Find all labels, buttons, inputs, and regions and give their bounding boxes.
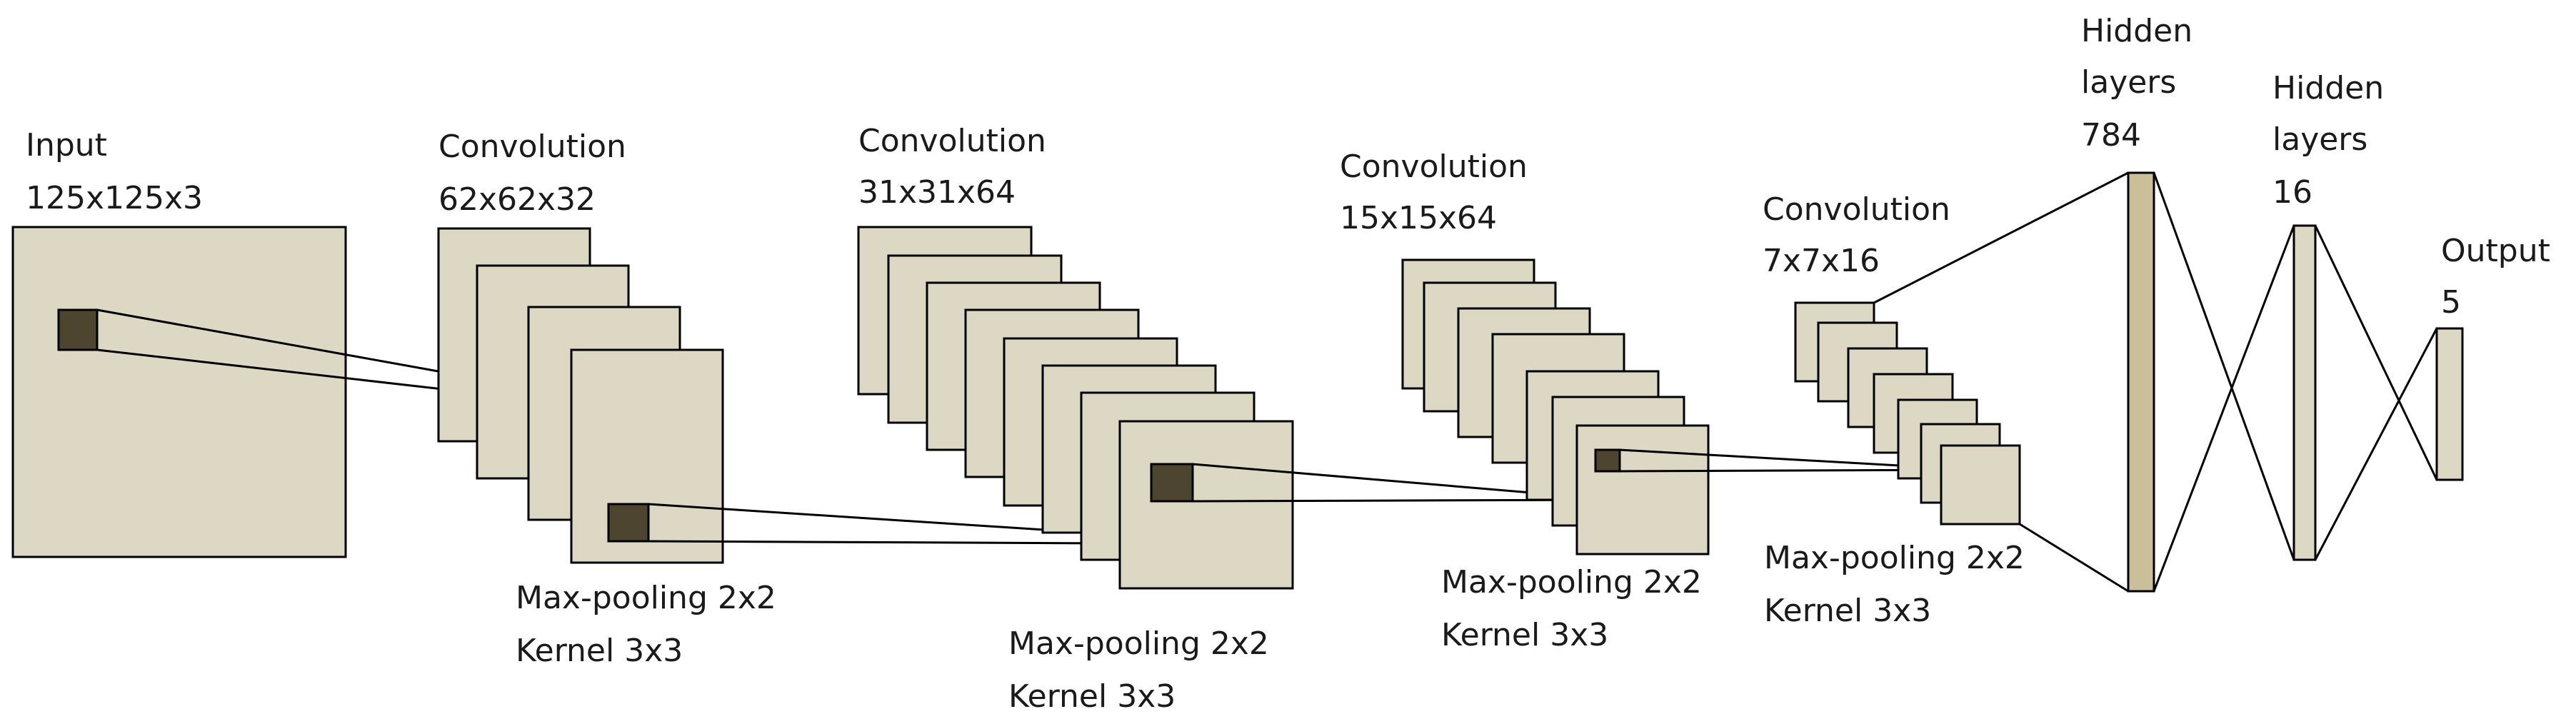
hidden-layer-784-bar	[2127, 171, 2155, 593]
input-stage: Input 125x125x3	[11, 127, 347, 558]
conv3-stage: Convolution 15x15x64	[1340, 149, 1710, 555]
conv1-kernel-window	[607, 503, 650, 543]
conv4-stage: Convolution 7x7x16	[1763, 191, 2021, 526]
conv4-dims: 7x7x16	[1763, 243, 1880, 279]
hidden1-units: 784	[2081, 117, 2141, 154]
conv1-stage: Convolution 62x62x32	[437, 129, 724, 564]
connector-line	[1873, 171, 2129, 304]
connector-line	[2152, 225, 2295, 592]
output-label: Output	[2441, 233, 2550, 269]
op1-kernel-label: Kernel 3x3	[516, 633, 683, 669]
op2-pool-label: Max-pooling 2x2	[1008, 625, 1269, 662]
conv1-label: Convolution	[438, 129, 626, 165]
conv1-dims: 62x62x32	[438, 181, 596, 218]
feature-map	[1940, 444, 2021, 526]
hidden2-units: 16	[2272, 174, 2312, 211]
output-layer-bar	[2435, 327, 2464, 481]
conv2-dims: 31x31x64	[858, 174, 1016, 211]
connector-line	[2152, 172, 2295, 560]
conv3-label: Convolution	[1340, 149, 1528, 185]
conv3-dims: 15x15x64	[1340, 200, 1497, 236]
input-block	[11, 226, 347, 558]
conv2-stage: Convolution 31x31x64	[857, 123, 1294, 590]
hidden2-stage: Hidden layers 16	[2272, 70, 2384, 561]
hidden1-label-line2: layers	[2081, 64, 2176, 101]
op2-kernel-label: Kernel 3x3	[1008, 678, 1176, 715]
feature-map	[1118, 420, 1294, 590]
connector-line	[2314, 328, 2438, 560]
connector-line	[2314, 225, 2438, 481]
output-units: 5	[2441, 284, 2461, 321]
op4-kernel-label: Kernel 3x3	[1764, 593, 1931, 629]
op3-pool-label: Max-pooling 2x2	[1441, 564, 1702, 600]
connector-line	[2019, 523, 2129, 593]
hidden-layer-16-bar	[2292, 224, 2317, 561]
op4-pool-label: Max-pooling 2x2	[1764, 540, 2025, 576]
conv4-label: Convolution	[1763, 191, 1950, 228]
hidden1-stage: Hidden layers 784	[2081, 13, 2192, 593]
hidden2-label-line2: layers	[2272, 121, 2367, 158]
op1-pool-label: Max-pooling 2x2	[516, 580, 776, 616]
conv3-kernel-window	[1594, 448, 1621, 473]
feature-map	[1575, 424, 1710, 555]
hidden2-label-line1: Hidden	[2272, 70, 2384, 106]
hidden1-label-line1: Hidden	[2081, 13, 2192, 49]
input-label: Input	[26, 127, 107, 164]
op3-kernel-label: Kernel 3x3	[1441, 617, 1608, 653]
conv2-kernel-window	[1150, 463, 1194, 503]
input-kernel-window	[57, 308, 99, 351]
input-dims: 125x125x3	[26, 180, 203, 216]
output-stage: Output 5	[2435, 233, 2550, 481]
conv2-label: Convolution	[858, 123, 1046, 159]
